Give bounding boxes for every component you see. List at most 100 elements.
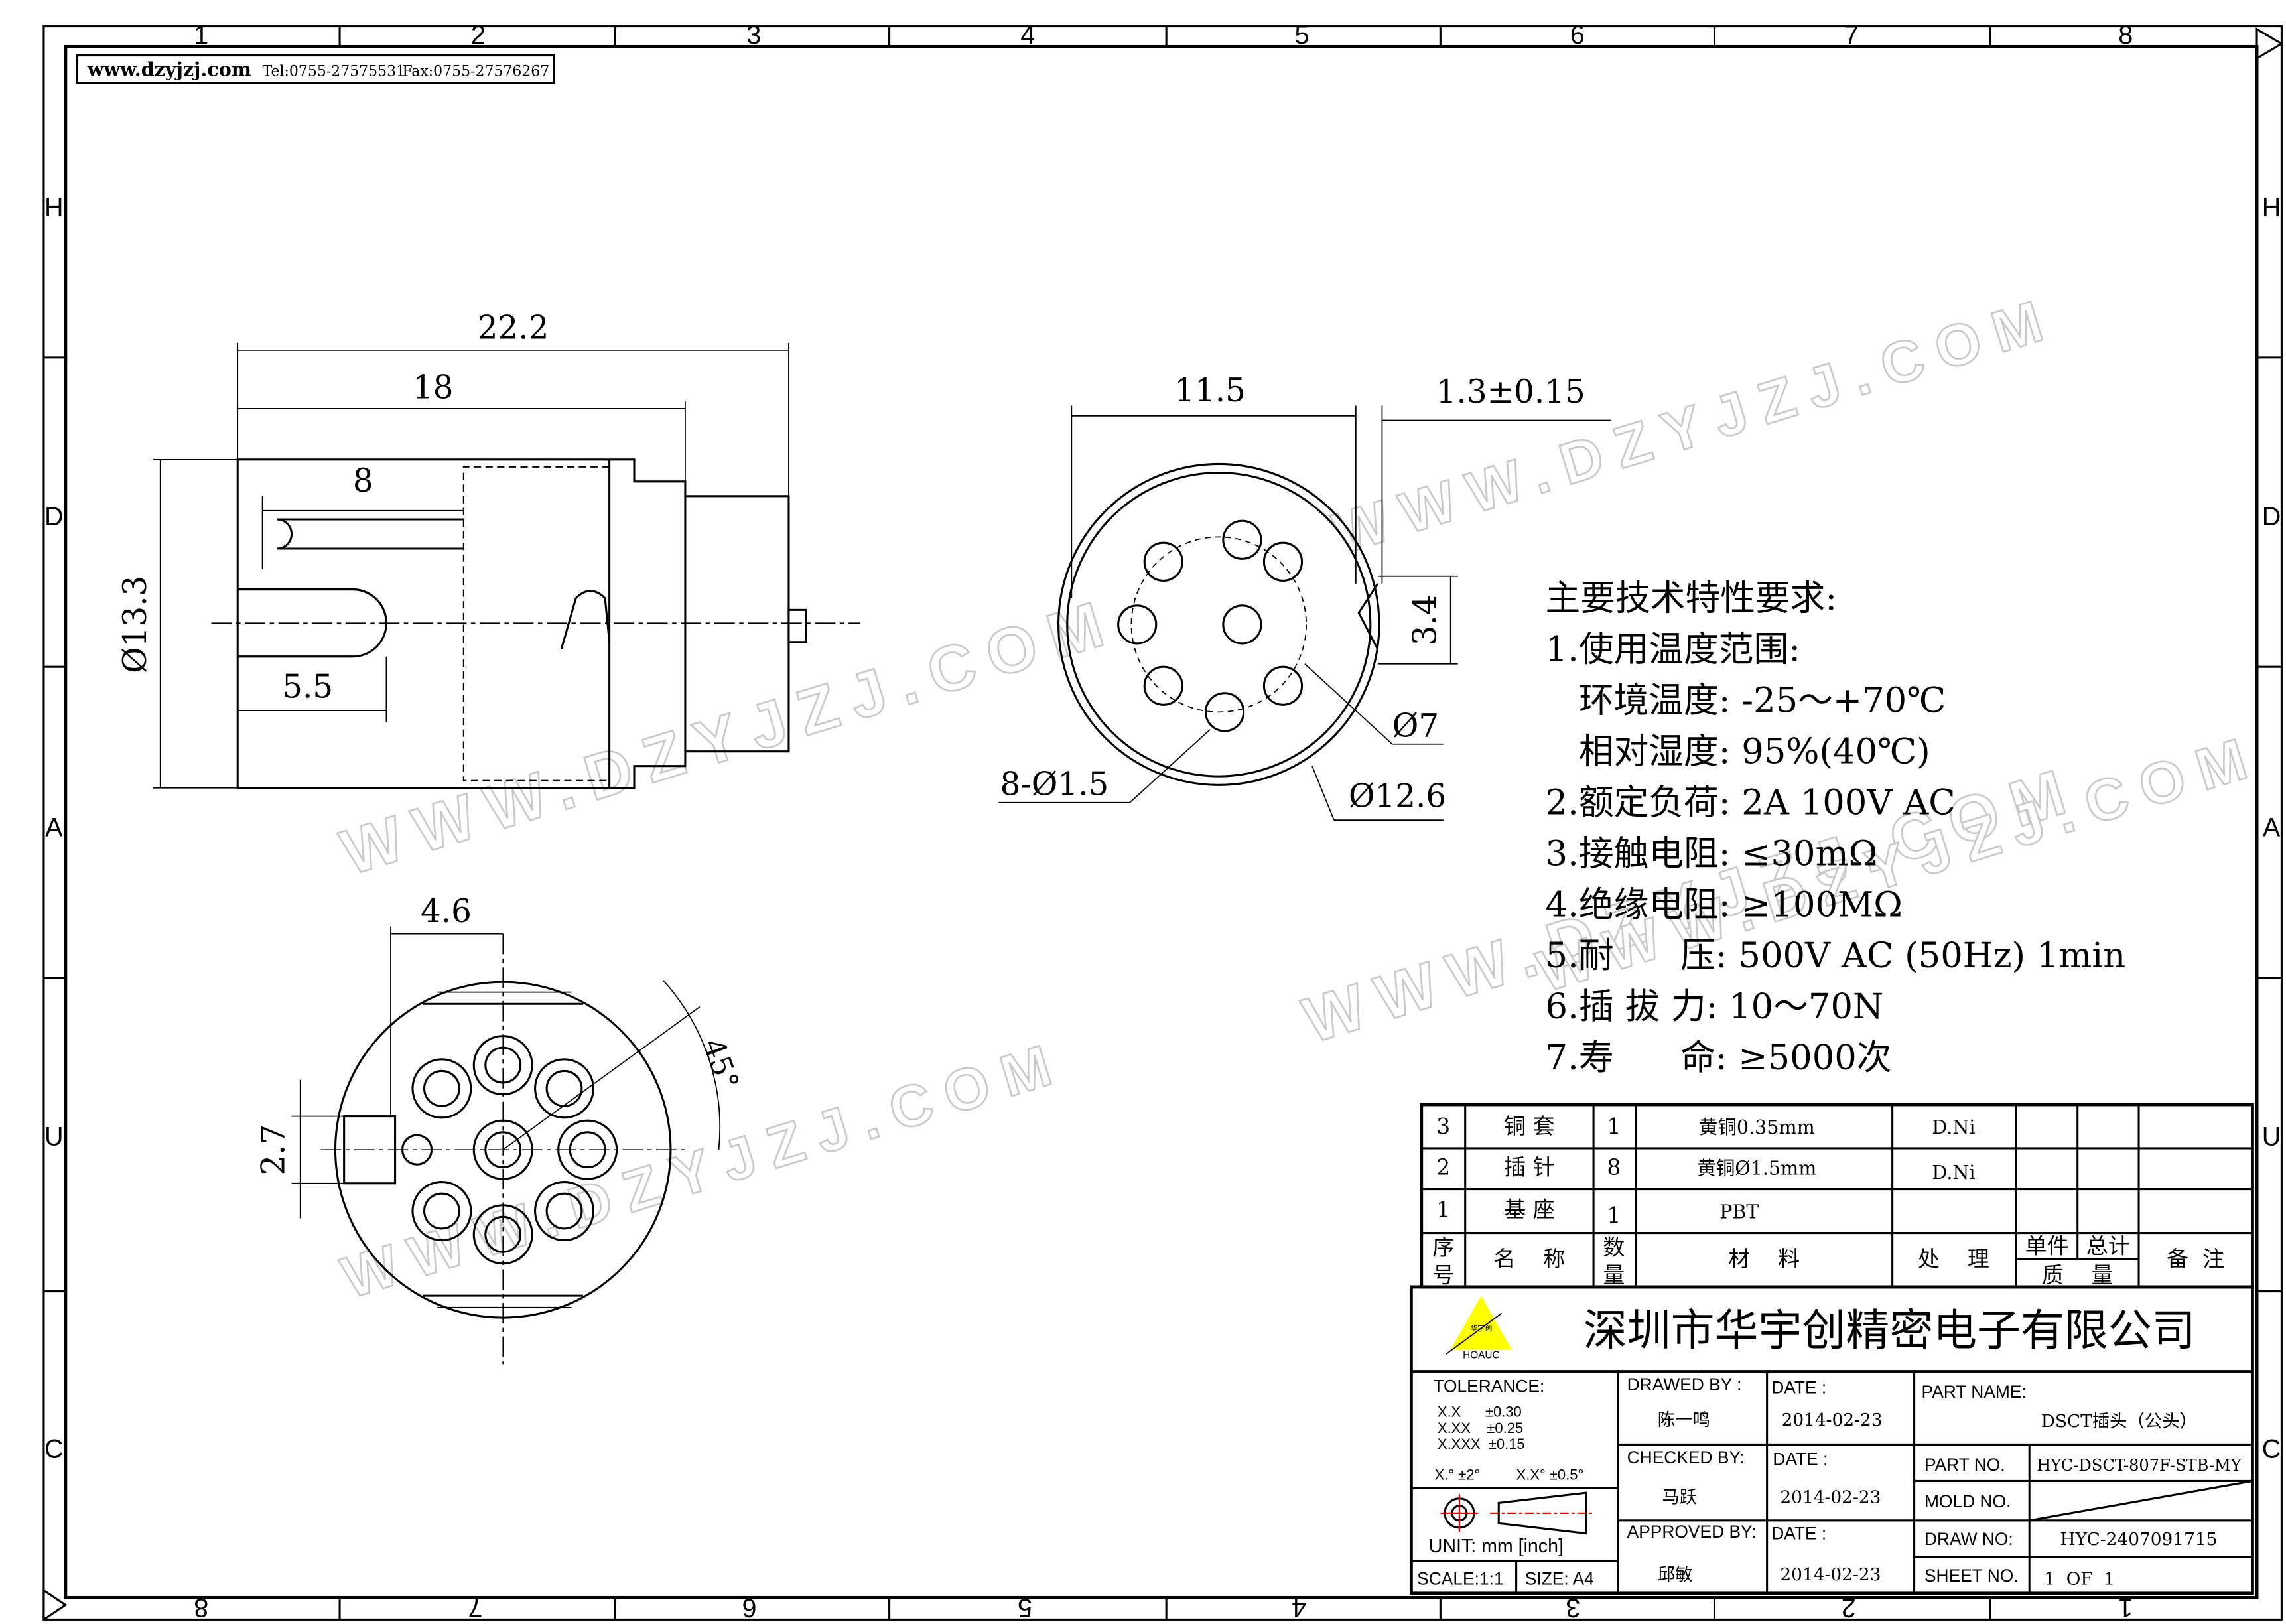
bom-header-unit: 单件: [2025, 1233, 2069, 1258]
header-tel: Tel:0755-27575531: [263, 63, 405, 80]
bom-header-no: 序: [1432, 1235, 1454, 1260]
spec-line: 6.插 拔 力: 10～70N: [1546, 986, 1884, 1027]
col-label: 1: [2118, 1593, 2133, 1623]
spec-line: 1.使用温度范围:: [1546, 629, 1800, 669]
dim-bottom-key: 2.7: [255, 1124, 293, 1176]
date-label: DATE :: [1771, 1377, 1826, 1397]
bom-header-material: 材 料: [1728, 1246, 1800, 1272]
draw-no-label: DRAW NO:: [1924, 1529, 2013, 1549]
company-name: 深圳市华宇创精密电子有限公司: [1583, 1305, 2196, 1356]
bom-no: 1: [1436, 1196, 1450, 1222]
col-label: 3: [746, 21, 761, 50]
spec-line: 2.额定负荷: 2A 100V AC: [1546, 782, 1956, 823]
bom-header-name: 名 称: [1493, 1246, 1565, 1272]
date-checked: 2014-02-23: [1780, 1487, 1881, 1507]
date-drawn: 2014-02-23: [1782, 1410, 1883, 1430]
dim-pcd: Ø7: [1392, 708, 1439, 745]
bom-finish: D.Ni: [1932, 1116, 1975, 1138]
drawed-by: 陈一鸣: [1658, 1410, 1710, 1430]
company-logo: [1450, 1296, 1513, 1350]
sheet-no-label: SHEET NO.: [1924, 1566, 2019, 1586]
spec-line: 4.绝缘电阻: ≥100MΩ: [1546, 884, 1903, 925]
front-view: 11.5 1.3±0.15 3.4 Ø7 Ø12.6 8-Ø1.5: [998, 372, 1611, 821]
dim-angle: 45°: [696, 1034, 746, 1095]
row-label: C: [2262, 1434, 2281, 1463]
tolerance-value: X.XX ±0.25: [1438, 1420, 1523, 1436]
logo-cn: 华宇创: [1470, 1323, 1492, 1333]
col-label: 6: [742, 1593, 757, 1623]
dim-front-width: 11.5: [1174, 372, 1246, 409]
row-label: H: [2262, 193, 2281, 222]
bom-header-qty: 量: [1603, 1262, 1625, 1288]
dim-holes: 8-Ø1.5: [1000, 766, 1109, 803]
date-label: DATE :: [1773, 1449, 1828, 1469]
bom-no: 2: [1436, 1154, 1450, 1180]
col-label: 7: [1844, 21, 1859, 50]
col-label: 7: [468, 1593, 482, 1623]
approved-by: 邱敏: [1658, 1565, 1693, 1585]
col-label: 8: [194, 1593, 208, 1623]
row-label: D: [2262, 502, 2281, 531]
bom-header-total: 总计: [2086, 1233, 2130, 1258]
part-name: DSCT插头（公头）: [2041, 1412, 2197, 1432]
bom-material: 黄铜0.35mm: [1699, 1116, 1815, 1138]
col-label: 8: [2118, 21, 2133, 50]
col-label: 2: [471, 21, 486, 50]
tolerance-label: TOLERANCE:: [1433, 1376, 1544, 1396]
watermark: WWW.DZYJZJ.COM: [1326, 284, 2064, 567]
checked-by: 马跃: [1662, 1487, 1697, 1507]
spec-line: 3.接触电阻: ≤30mΩ: [1546, 833, 1878, 874]
tolerance-angle: X.° ±2°: [1435, 1466, 1481, 1483]
bom-header-remark: 备 注: [2167, 1246, 2224, 1272]
sheet-no: 1 OF 1: [2044, 1570, 2115, 1590]
dim-front-thickness: 1.3±0.15: [1436, 373, 1585, 411]
header-box: [76, 54, 555, 84]
watermark: WWW.DZYJZJ.COM: [333, 584, 1125, 889]
bom-name: 基 座: [1504, 1196, 1554, 1222]
company-block: 华宇创 HOAUC 深圳市华宇创精密电子有限公司: [1409, 1285, 2254, 1595]
dim-side-diameter: Ø13.3: [117, 576, 154, 673]
bom-header-no: 号: [1432, 1262, 1454, 1288]
part-no: HYC-DSCT-807F-STB-MY: [2037, 1456, 2242, 1475]
row-label: C: [44, 1434, 64, 1463]
spec-line: 相对湿度: 95%(40℃): [1546, 731, 1930, 772]
tolerance-value: X.XXX ±0.15: [1438, 1436, 1525, 1452]
projection-symbol-icon: [1440, 1491, 1595, 1535]
bom-qty: 8: [1607, 1154, 1621, 1180]
drawed-by-label: DRAWED BY :: [1627, 1375, 1742, 1394]
dim-outer-diameter: Ø12.6: [1349, 778, 1446, 815]
spec-title: 主要技术特性要求:: [1546, 578, 1838, 618]
bom-material: PBT: [1719, 1201, 1759, 1223]
dim-key-height: 3.4: [1407, 594, 1444, 645]
bom-finish: D.Ni: [1932, 1161, 1975, 1184]
row-label: D: [44, 502, 64, 531]
size-label: SIZE: A4: [1525, 1569, 1594, 1589]
approved-by-label: APPROVED BY:: [1627, 1522, 1757, 1542]
dim-bottom-width: 4.6: [421, 893, 472, 930]
col-label: 1: [194, 21, 208, 50]
dim-body-length: 18: [413, 369, 454, 406]
unit-label: UNIT: mm [inch]: [1429, 1536, 1564, 1557]
col-label: 3: [1566, 1593, 1580, 1623]
row-label: A: [2263, 813, 2281, 842]
checked-by-label: CHECKED BY:: [1627, 1448, 1745, 1467]
watermarks: WWW.DZYJZJ.COM WWW.DZYJZJ.COM WWW.DZYJZJ…: [332, 283, 2269, 1312]
draw-no: HYC-2407091715: [2060, 1530, 2218, 1550]
bom-qty: 1: [1607, 1202, 1621, 1228]
bom-name: 插 针: [1504, 1154, 1554, 1180]
bom-material: 黄铜Ø1.5mm: [1697, 1157, 1816, 1180]
part-name-label: PART NAME:: [1922, 1382, 2027, 1402]
col-label: 4: [1292, 1593, 1306, 1623]
outer-frame: [42, 25, 2283, 1621]
spec-line: 7.寿 命: ≥5000次: [1546, 1038, 1892, 1078]
bom-qty: 1: [1607, 1113, 1621, 1139]
bom-header-qty: 数: [1603, 1235, 1625, 1260]
dim-overall-length: 22.2: [478, 309, 549, 346]
row-label: H: [44, 193, 64, 222]
bom-header-finish: 处 理: [1918, 1246, 1989, 1272]
spec-line: 5.耐 压: 500V AC (50Hz) 1min: [1546, 935, 2126, 976]
scale-label: SCALE:1:1: [1417, 1569, 1503, 1589]
dim-slot-width: 5.5: [282, 668, 333, 705]
row-label: A: [45, 813, 63, 842]
